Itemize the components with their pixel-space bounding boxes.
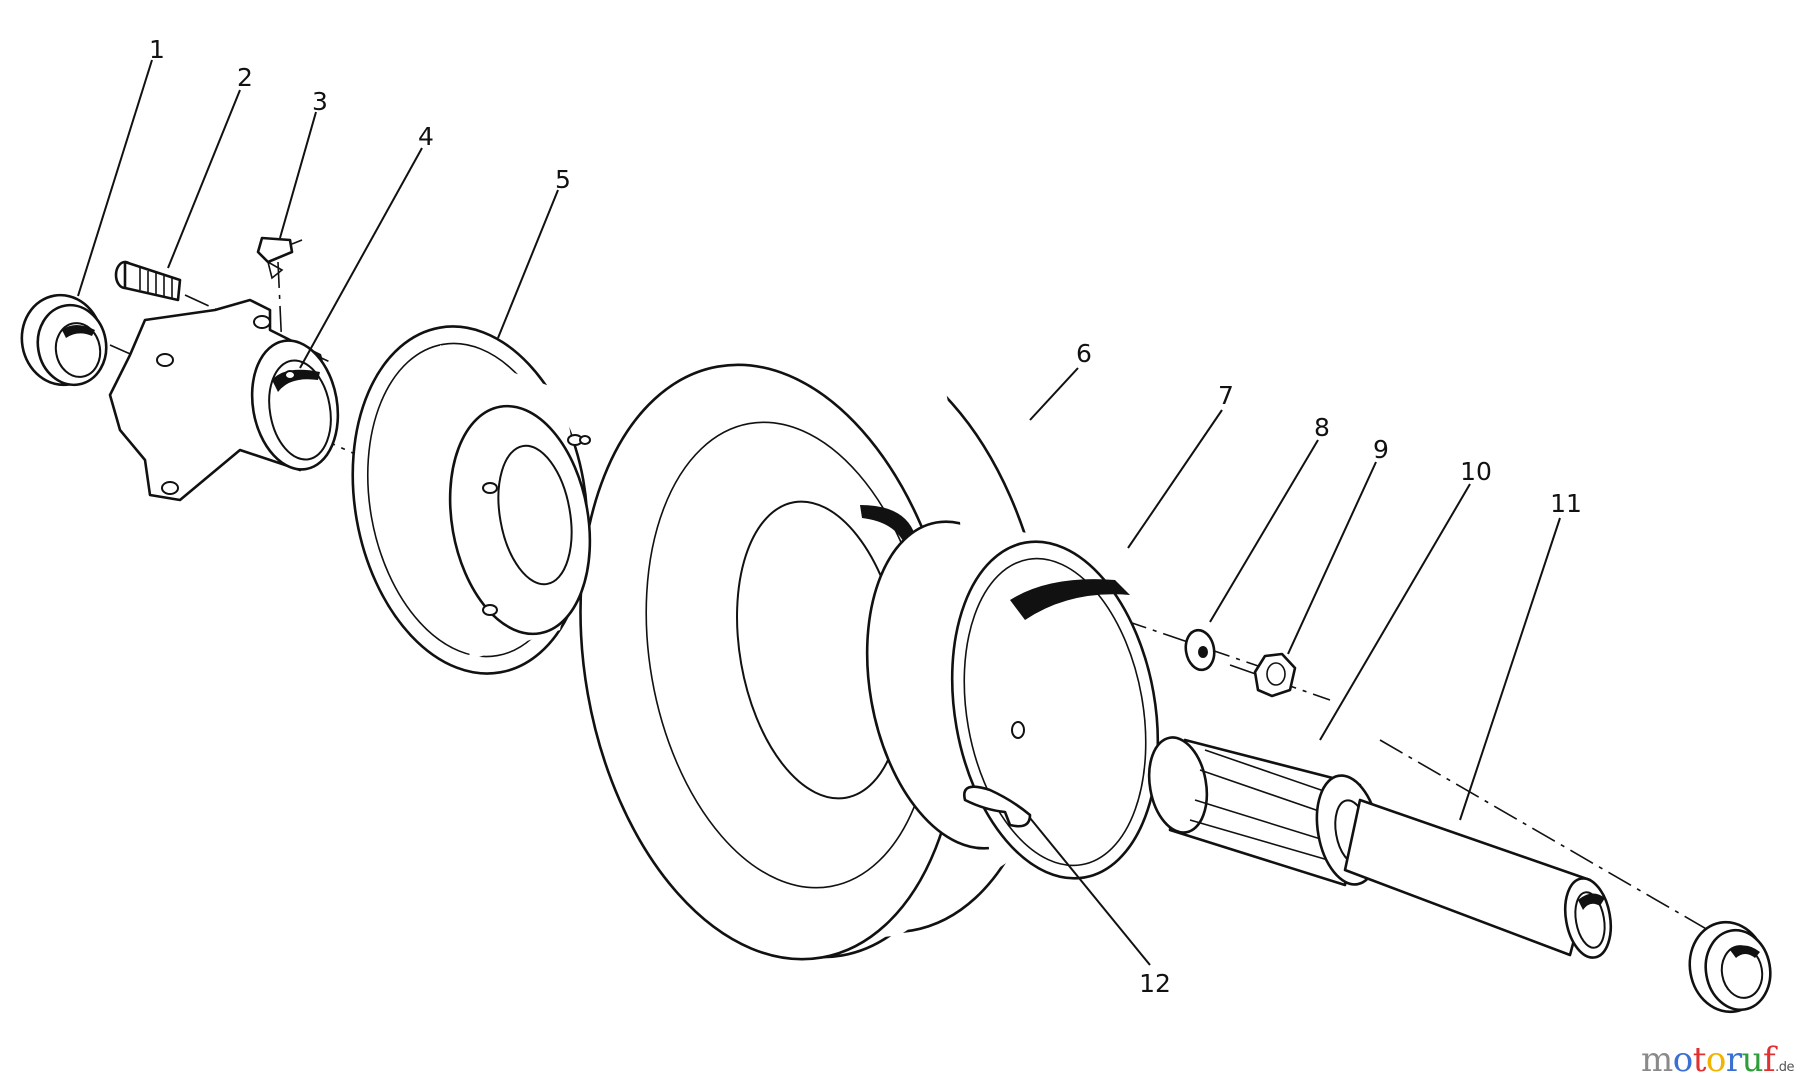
- callout-11: 11: [1550, 489, 1582, 518]
- callout-12: 12: [1139, 969, 1171, 998]
- watermark-letter: t: [1692, 1040, 1707, 1080]
- bolt: [114, 260, 182, 302]
- nut: [1253, 652, 1297, 698]
- bearing-right: [1688, 920, 1772, 1014]
- callout-7: 7: [1218, 381, 1234, 410]
- watermark-letters: motoruf: [1640, 1040, 1776, 1080]
- rim-half-outer: [351, 325, 592, 675]
- watermark-letter: f: [1763, 1040, 1776, 1080]
- rim-half-inner: [865, 520, 1160, 880]
- callout-3: 3: [312, 87, 328, 116]
- callout-1: 1: [149, 35, 165, 64]
- grease-fitting: [256, 236, 303, 280]
- callout-4: 4: [418, 122, 434, 151]
- watermark-letter: r: [1725, 1040, 1742, 1080]
- callout-9: 9: [1373, 435, 1389, 464]
- callout-2: 2: [237, 63, 253, 92]
- washer: [1184, 628, 1216, 672]
- watermark-letter: m: [1640, 1040, 1673, 1080]
- tire: [579, 300, 1051, 961]
- watermark-letter: o: [1672, 1040, 1693, 1080]
- callout-labels: 1 2 3 4 5 6 7 8 9 10 11 12: [149, 35, 1582, 998]
- watermark-letter: o: [1705, 1040, 1726, 1080]
- watermark-logo: motoruf.de: [1640, 1040, 1795, 1080]
- callout-6: 6: [1076, 339, 1092, 368]
- callout-10: 10: [1460, 457, 1492, 486]
- watermark-letter: u: [1741, 1040, 1764, 1080]
- leader-lines: [77, 59, 1561, 966]
- axle-tube: [1343, 798, 1613, 959]
- callout-5: 5: [555, 165, 571, 194]
- wheel-hub: [108, 298, 340, 502]
- bearing-left: [20, 293, 108, 387]
- callout-8: 8: [1314, 413, 1330, 442]
- watermark-tld: .de: [1775, 1060, 1794, 1075]
